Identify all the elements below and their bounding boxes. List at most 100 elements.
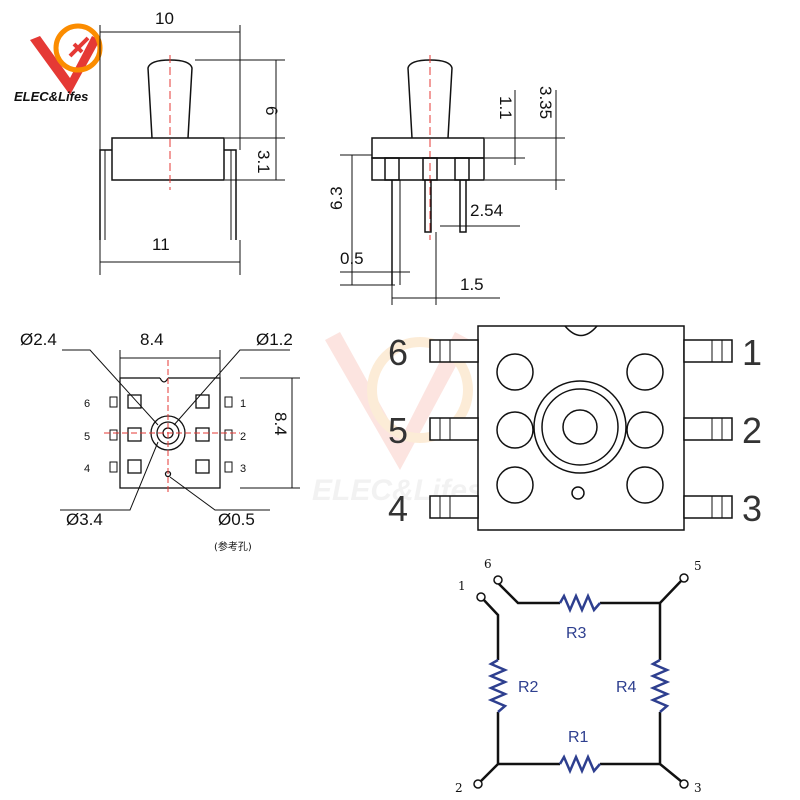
fp-label-d34: Ø3.4 xyxy=(66,510,103,529)
leader-d24 xyxy=(62,349,159,426)
terminal-1 xyxy=(476,592,486,602)
bridge-schematic xyxy=(473,573,689,789)
top-port-inner xyxy=(562,409,598,445)
fp-pin-3: 3 xyxy=(240,463,246,475)
top-hole-3 xyxy=(496,411,534,449)
profile-body-top xyxy=(371,137,485,159)
brand-name: ELEC&Lifes xyxy=(14,89,88,104)
fp-pin-5: 5 xyxy=(84,431,90,443)
top-ref-hole xyxy=(571,486,585,500)
profile-dim-5: 0.5 xyxy=(340,249,364,268)
brand-logo: ELEC&Lifes xyxy=(14,23,103,104)
pad-1 xyxy=(195,394,210,409)
footprint-view xyxy=(60,349,300,511)
wire-r3-5 xyxy=(600,579,683,605)
profile-body-bottom xyxy=(371,157,485,181)
top-pin-label-4: 4 xyxy=(388,488,408,529)
pin-left xyxy=(99,149,112,240)
profile-pin-leg-2 xyxy=(424,180,432,233)
profile-pin-box-3 xyxy=(454,157,470,181)
wire-6-r3 xyxy=(497,582,560,605)
pad-tab-5 xyxy=(109,429,118,441)
terminal-label-3: 3 xyxy=(694,781,702,795)
footprint-outline xyxy=(119,377,221,489)
top-pin-1 xyxy=(683,339,733,363)
pad-tab-6 xyxy=(109,396,118,408)
fp-label-height: 8.4 xyxy=(271,412,290,436)
profile-pin-leg-3 xyxy=(459,180,467,233)
watermark-ring-icon xyxy=(367,337,473,443)
label-r1: R1 xyxy=(568,729,589,746)
profile-dim-1: 1.1 xyxy=(496,96,515,120)
profile-pin-box-1 xyxy=(384,157,400,181)
body-outline xyxy=(111,137,225,181)
terminal-3 xyxy=(679,779,689,789)
resistor-r2 xyxy=(487,658,509,713)
side-dim-width-pins: 11 xyxy=(152,235,170,254)
terminal-5 xyxy=(679,573,689,583)
label-r4: R4 xyxy=(616,679,637,696)
top-port-mid xyxy=(541,388,619,466)
resistor-r1 xyxy=(558,753,601,775)
terminal-label-6: 6 xyxy=(484,557,492,571)
leader-d05 xyxy=(169,476,270,511)
terminal-label-5: 5 xyxy=(694,559,702,573)
pad-tab-3 xyxy=(224,461,233,473)
top-pin-3 xyxy=(683,495,733,519)
pad-6 xyxy=(127,394,142,409)
resistor-r4 xyxy=(649,658,671,713)
top-hole-5 xyxy=(496,466,534,504)
profile-view xyxy=(340,55,565,305)
top-hole-6 xyxy=(626,466,664,504)
wire-1-r2 xyxy=(481,597,500,660)
profile-dim-6: 1.5 xyxy=(460,275,484,294)
profile-dim-3: 6.3 xyxy=(327,186,346,210)
footprint-notch-curve xyxy=(159,377,169,383)
top-body xyxy=(477,325,685,531)
top-pin-6 xyxy=(429,339,479,363)
top-hole-4 xyxy=(626,411,664,449)
leader-d34 xyxy=(60,441,159,511)
fp-ref-note: (参考孔) xyxy=(214,540,252,553)
top-pin-2 xyxy=(683,417,733,441)
terminal-label-2: 2 xyxy=(455,781,463,795)
pad-tab-4 xyxy=(109,461,118,473)
profile-dim-2: 3.35 xyxy=(536,86,555,119)
pad-4 xyxy=(127,459,142,474)
fp-label-d24: Ø2.4 xyxy=(20,330,57,349)
profile-pin-box-2 xyxy=(422,157,438,181)
pad-5 xyxy=(127,427,142,442)
side-view xyxy=(99,25,285,275)
pin-right xyxy=(224,149,237,240)
top-port-outer xyxy=(533,380,627,474)
pad-3 xyxy=(195,459,210,474)
fp-pin-4: 4 xyxy=(84,463,90,475)
leader-d12 xyxy=(173,349,290,426)
top-notch xyxy=(564,325,598,337)
profile-dim-4: 2.54 xyxy=(470,201,503,220)
label-r3: R3 xyxy=(566,625,587,642)
top-pin-label-2: 2 xyxy=(742,410,762,451)
fp-pin-1: 1 xyxy=(240,398,246,410)
top-pin-4 xyxy=(429,495,479,519)
top-pin-label-3: 3 xyxy=(742,488,762,529)
pad-tab-1 xyxy=(224,396,233,408)
fp-label-d05: Ø0.5 xyxy=(218,510,255,529)
terminal-2 xyxy=(473,779,483,789)
label-r2: R2 xyxy=(518,679,539,696)
top-pin-label-6: 6 xyxy=(388,332,408,373)
pad-2 xyxy=(195,427,210,442)
fp-pin-6: 6 xyxy=(84,398,90,410)
top-hole-2 xyxy=(626,353,664,391)
fp-pin-2: 2 xyxy=(240,431,246,443)
resistor-r3 xyxy=(558,592,601,614)
terminal-6 xyxy=(493,575,503,585)
fp-label-width: 8.4 xyxy=(140,330,164,349)
top-view xyxy=(429,325,733,531)
side-dim-body: 3.1 xyxy=(254,150,273,174)
top-hole-1 xyxy=(496,353,534,391)
logo-check-icon xyxy=(30,36,100,95)
top-pin-5 xyxy=(429,417,479,441)
top-pin-label-5: 5 xyxy=(388,410,408,451)
